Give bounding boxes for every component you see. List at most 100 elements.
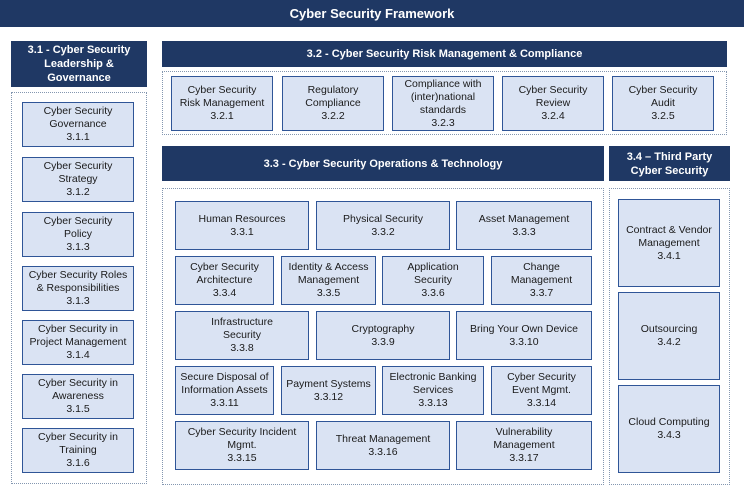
box-code: 3.3.7: [529, 287, 554, 299]
box-code: 3.1.4: [66, 349, 90, 361]
box-label: Cloud Computing: [628, 416, 710, 428]
box-label: Contract & Vendor Management: [626, 223, 712, 249]
box-code: 3.4.3: [657, 429, 681, 441]
box-label: Cyber Security Architecture: [190, 261, 259, 286]
box-label: Cyber Security Incident Mgmt.: [187, 426, 297, 451]
box-label: Cyber Security Risk Management: [179, 84, 265, 109]
box-label: Outsourcing: [640, 323, 698, 335]
box-label: Cyber Security in Training: [38, 431, 118, 456]
framework-title-text: Cyber Security Framework: [289, 5, 455, 21]
box-label: Cyber Security Event Mgmt.: [507, 371, 576, 396]
box-code: 3.3.17: [509, 452, 539, 464]
box-label: Bring Your Own Device: [470, 322, 578, 335]
box-label: Payment Systems: [286, 377, 371, 390]
section-3-3-title: 3.3 - Cyber Security Operations & Techno…: [263, 157, 503, 170]
box-code: 3.2.1: [210, 110, 234, 122]
box-label: Asset Management: [478, 212, 570, 225]
box-code: 3.1.5: [66, 403, 90, 415]
box-code: 3.1.6: [66, 457, 90, 469]
section-3-2-header: 3.2 - Cyber Security Risk Management & C…: [162, 41, 727, 67]
box-code: 3.3.12: [313, 390, 344, 403]
box-code: 3.3.3: [512, 225, 536, 238]
box-label: Application Security: [407, 261, 459, 286]
box-code: 3.4.1: [657, 249, 681, 262]
section-3-1-header: 3.1 - Cyber Security Leadership & Govern…: [11, 41, 147, 87]
box-label: Regulatory Compliance: [305, 84, 361, 109]
box-code: 3.4.2: [657, 336, 681, 348]
box-code: 3.3.5: [316, 287, 341, 299]
box-label: Cyber Security Audit: [628, 84, 698, 109]
box-code: 3.2.2: [321, 110, 345, 122]
box-label: Vulnerability Management: [493, 426, 555, 451]
box-code: 3.3.9: [371, 335, 395, 348]
box-label: Physical Security: [343, 212, 423, 225]
box-label: Change Management: [510, 261, 573, 286]
box-code: 3.1.1: [66, 131, 90, 143]
framework-box-3-3-15: Cyber Security Incident Mgmt.3.3.15: [175, 421, 309, 470]
framework-box-3-3-14: Cyber Security Event Mgmt.3.3.14: [491, 366, 592, 415]
box-code: 3.3.15: [227, 452, 257, 464]
box-code: 3.3.2: [371, 225, 395, 238]
box-code: 3.1.3: [66, 295, 90, 307]
box-label: Cyber Security in Awareness: [38, 377, 118, 402]
framework-title: Cyber Security Framework: [0, 0, 744, 27]
box-code: 3.1.2: [66, 186, 90, 198]
section-3-2-title: 3.2 - Cyber Security Risk Management & C…: [306, 48, 583, 60]
section-3-1-title: 3.1 - Cyber Security Leadership & Govern…: [27, 44, 131, 84]
box-label: Cyber Security Roles & Responsibilities: [28, 269, 128, 294]
framework-box-3-2-3: Compliance with (inter)national standard…: [392, 76, 494, 131]
box-label: Cyber Security Review: [518, 84, 588, 109]
box-label: Cyber Security Governance: [43, 105, 113, 130]
box-label: Cryptography: [351, 322, 415, 335]
box-code: 3.3.8: [230, 342, 254, 354]
box-code: 3.3.4: [212, 287, 237, 299]
box-code: 3.3.6: [421, 287, 445, 299]
box-label: Cyber Security Policy: [43, 215, 113, 240]
box-code: 3.2.5: [651, 110, 675, 122]
box-label: Electronic Banking Services: [389, 371, 477, 396]
box-label: Threat Management: [335, 432, 431, 445]
box-label: Human Resources: [198, 212, 286, 225]
section-3-4-header: 3.4 – Third Party Cyber Security: [609, 146, 730, 181]
box-label: Cyber Security Strategy: [43, 160, 113, 185]
box-label: Cyber Security in Project Management: [29, 323, 127, 348]
box-code: 3.1.3: [66, 241, 90, 253]
box-code: 3.2.3: [431, 116, 455, 129]
box-code: 3.3.16: [368, 445, 398, 458]
box-label: Secure Disposal of Information Assets: [180, 371, 269, 396]
box-label: Identity & Access Management: [288, 261, 369, 286]
box-code: 3.3.10: [509, 335, 539, 348]
box-code: 3.3.11: [210, 397, 239, 409]
box-code: 3.2.4: [541, 110, 565, 122]
section-3-3-header: 3.3 - Cyber Security Operations & Techno…: [162, 146, 604, 181]
box-code: 3.3.13: [418, 397, 448, 409]
box-label: Infrastructure Security: [211, 316, 273, 341]
